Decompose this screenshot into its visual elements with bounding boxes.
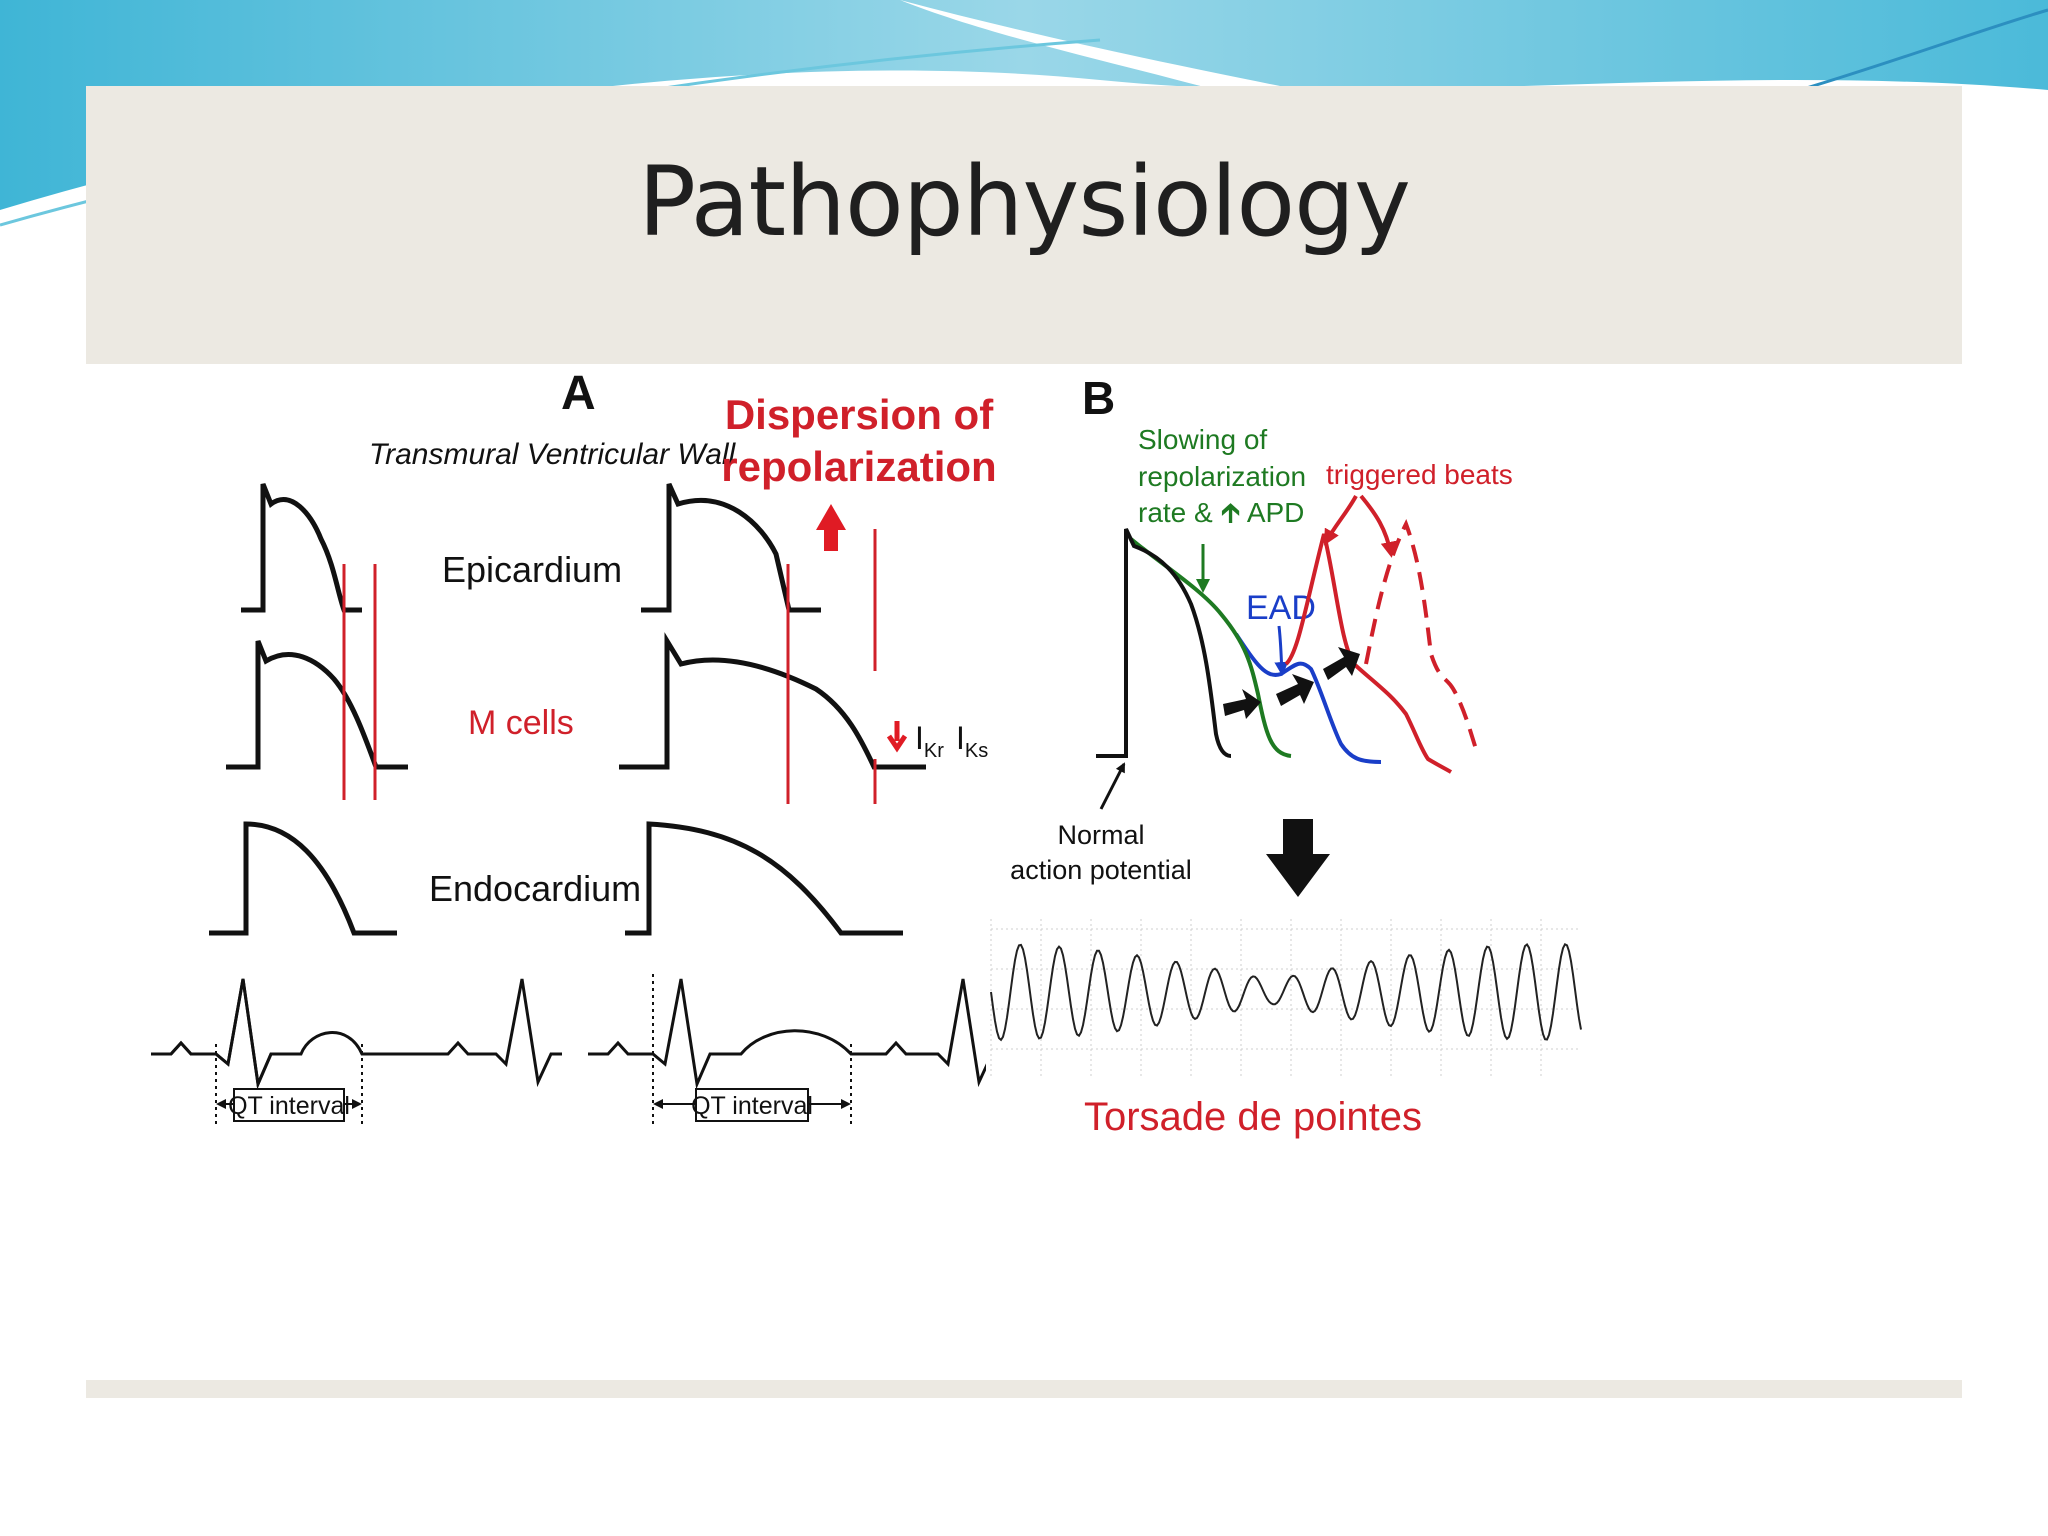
- torsade-ecg-trace: [990, 942, 1582, 1042]
- ap-m-cells-prolonged: [619, 632, 926, 770]
- progress-arrow-icon-3: [1323, 647, 1360, 680]
- ecg-paper: [986, 909, 1586, 1084]
- current-iks-label: IKs: [956, 720, 988, 762]
- big-down-arrow-icon: [1266, 819, 1330, 897]
- triggered-arrow-1: [1324, 495, 1358, 546]
- dispersion-up-arrow-icon: [816, 504, 846, 551]
- ap-m-cells-normal: [226, 640, 408, 770]
- slowing-label-3: rate & 🡱 APD: [1138, 497, 1304, 528]
- transmural-subtitle: Transmural Ventricular Wall: [369, 438, 737, 471]
- top-wave-white: [900, 0, 1300, 100]
- torsade-label: Torsade de pointes: [1084, 1095, 1422, 1139]
- endocardium-label: Endocardium: [429, 868, 641, 909]
- top-wave-line-2: [1799, 8, 2048, 92]
- normal-label-2: action potential: [1010, 855, 1192, 885]
- ap-endocardium-prolonged: [625, 821, 903, 936]
- ecg-trace-normal-t: [151, 978, 562, 1090]
- qt-box-left: [233, 1088, 345, 1122]
- ead-arrow: [1274, 625, 1289, 676]
- slowing-label-2: repolarization: [1138, 461, 1306, 492]
- epicardium-label: Epicardium: [442, 549, 622, 590]
- ap-trace-blue: [1234, 632, 1382, 764]
- bottom-strip: [86, 1380, 1962, 1398]
- title-band: Pathophysiology: [86, 86, 1962, 364]
- ap-trace-red-dashed: [1364, 518, 1478, 750]
- normal-label-1: Normal: [1057, 820, 1144, 850]
- slide-title: Pathophysiology: [638, 146, 1411, 258]
- ikr-down-arrow-icon: [886, 721, 908, 753]
- slide-card: Pathophysiology A Transmural Ventricular…: [86, 86, 1962, 1398]
- current-ikr-label: IKr: [915, 720, 944, 762]
- pathophysiology-figure: A Transmural Ventricular Wall Dispersion…: [151, 367, 1586, 1139]
- panel-b: B Slowing of repolarization rate & 🡱 APD…: [986, 372, 1586, 1139]
- progress-arrow-icon-2: [1276, 674, 1314, 706]
- panel-a-label: A: [561, 367, 596, 420]
- ap-epicardium-prolonged: [641, 482, 821, 613]
- ecg-trace-prolonged: [588, 978, 1018, 1090]
- qt-interval-left-label: QT interval: [228, 1092, 350, 1120]
- m-cells-label: M cells: [468, 704, 574, 742]
- normal-ap-pointer: [1099, 762, 1126, 810]
- ap-epicardium-normal: [241, 483, 362, 613]
- ap-trace-black: [1096, 528, 1232, 758]
- triggered-arrow-2: [1359, 494, 1397, 558]
- slowing-label-1: Slowing of: [1138, 424, 1267, 455]
- panel-a: A Transmural Ventricular Wall Dispersion…: [151, 367, 1018, 1124]
- ecg-trace-normal: [151, 978, 301, 1090]
- progress-arrow-icon-1: [1223, 689, 1261, 719]
- apd-up-arrow-icon: 🡱: [1220, 497, 1240, 528]
- ap-trace-green: [1129, 537, 1292, 758]
- qt-interval-right-label: QT interval: [691, 1092, 813, 1120]
- top-wave-band: [0, 0, 2048, 210]
- ecg-grid: [990, 919, 1581, 1079]
- qt-box-right: [695, 1088, 809, 1122]
- ap-trace-red: [1284, 533, 1453, 774]
- dispersion-title-1: Dispersion of: [725, 391, 994, 438]
- dispersion-title-2: repolarization: [721, 443, 996, 490]
- panel-b-label: B: [1082, 372, 1115, 424]
- ap-endocardium-normal: [209, 821, 397, 936]
- triggered-beats-label: triggered beats: [1326, 459, 1513, 490]
